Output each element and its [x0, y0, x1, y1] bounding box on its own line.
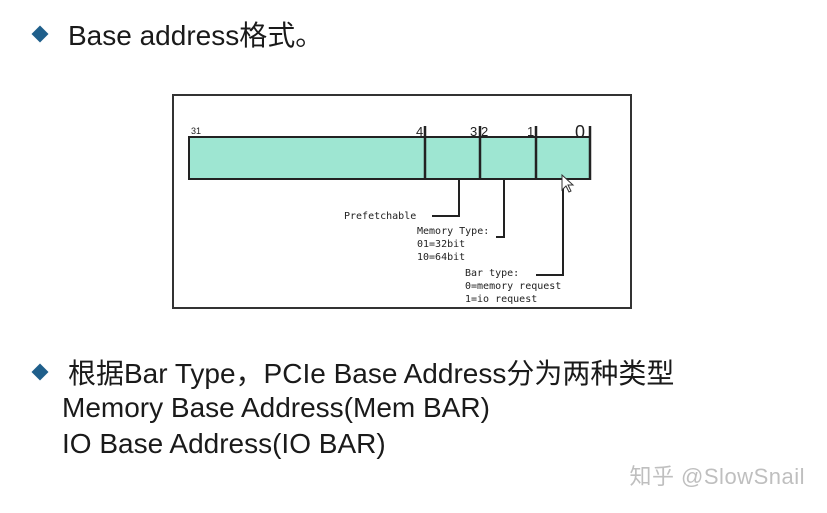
bit-3-label: 3	[470, 124, 477, 139]
bit-4-label: 4	[416, 124, 423, 139]
memory-type-leader	[496, 180, 505, 238]
memory-type-title: Memory Type:	[417, 226, 489, 237]
bar-type-title: Bar type:	[465, 268, 519, 279]
bit-0-label: 0	[575, 122, 585, 142]
bullet-diamond-icon	[31, 25, 49, 43]
bar-type-memory: 0=memory request	[465, 281, 561, 292]
prefetchable-leader	[432, 180, 460, 217]
register-bar	[188, 136, 591, 180]
bar-type-bullet-line: 根据Bar Type，PCIe Base Address分为两种类型	[31, 352, 675, 392]
bit-2-label: 2	[481, 124, 488, 139]
io-bar-line: IO Base Address(IO BAR)	[62, 428, 386, 459]
bit-31-label: 31	[191, 126, 201, 136]
memory-type-64bit: 10=64bit	[417, 252, 465, 263]
bar-type-bullet-text: 根据Bar Type，PCIe Base Address分为两种类型	[68, 358, 675, 389]
heading-line: Base address格式。	[31, 14, 324, 54]
bar-type-leader	[536, 180, 564, 276]
bar-format-svg: 31 4 3 2 1 0 Prefetchable Memory Type: 0…	[188, 122, 592, 305]
memory-type-32bit: 01=32bit	[417, 239, 465, 250]
bullet-diamond-icon	[31, 363, 49, 381]
bar-format-diagram: 31 4 3 2 1 0 Prefetchable Memory Type: 0…	[172, 94, 632, 309]
mouse-cursor-icon	[561, 173, 575, 193]
bar-type-io: 1=io request	[465, 294, 537, 305]
bit-1-label: 1	[527, 124, 534, 139]
mem-bar-line: Memory Base Address(Mem BAR)	[62, 392, 490, 423]
watermark: 知乎 @SlowSnail	[629, 464, 805, 489]
prefetchable-label: Prefetchable	[344, 211, 416, 222]
heading-text: Base address格式。	[68, 20, 324, 51]
